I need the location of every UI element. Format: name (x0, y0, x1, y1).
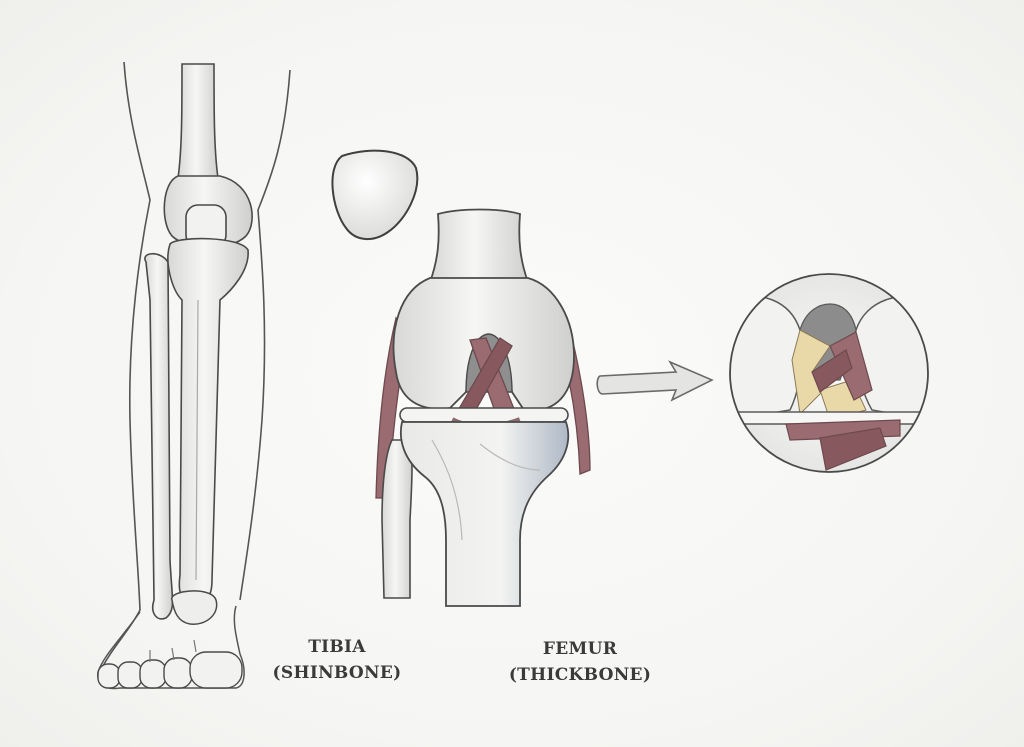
femur-label-line2: (THICKBONE) (508, 665, 652, 685)
leg-ankle (171, 590, 218, 625)
kneecap (331, 149, 419, 240)
leg-tibia (167, 237, 249, 604)
detail-circle-border (729, 273, 929, 473)
femur-label: FEMUR (THICKBONE) (490, 636, 670, 688)
foot-outline (97, 605, 245, 690)
toes (97, 651, 243, 689)
leg-skeleton (97, 61, 291, 690)
knee-tibia (399, 421, 570, 607)
femur-label-line1: FEMUR (542, 639, 618, 659)
knee-fibula (381, 439, 413, 599)
arrow-right-icon (596, 360, 714, 402)
meniscus (399, 407, 569, 423)
leg-fibula (144, 252, 174, 620)
upper-femur-shaft (177, 63, 219, 179)
femur-shaft (428, 208, 530, 283)
knee-joint (375, 208, 591, 607)
tibia-label: TIBIA (SHINBONE) (262, 634, 412, 686)
tibia-label-line1: TIBIA (308, 637, 366, 657)
tibia-label-line2: (SHINBONE) (272, 663, 402, 683)
leg-outline (99, 61, 291, 673)
detail-zoom (729, 273, 929, 473)
